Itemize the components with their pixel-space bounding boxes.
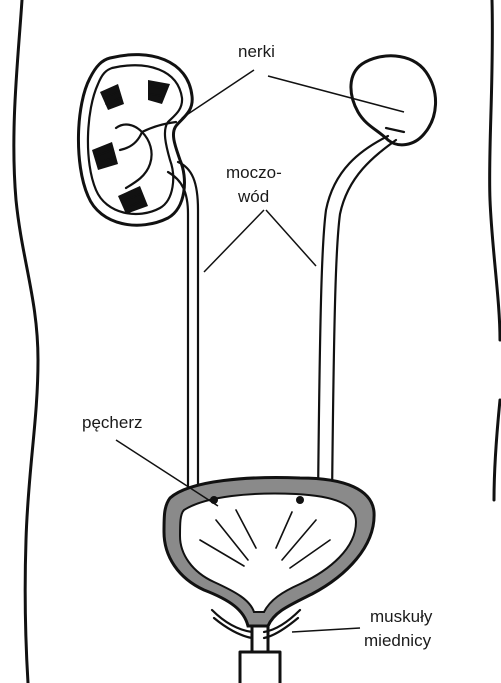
renal-pyramid <box>148 80 170 104</box>
ureters <box>168 136 396 500</box>
label-pelvic-muscles-line2: miednicy <box>364 631 432 650</box>
ureter-opening <box>296 496 304 504</box>
label-bladder: pęcherz <box>82 413 142 432</box>
label-kidneys: nerki <box>238 42 275 61</box>
label-ureter-line1: moczo- <box>226 163 282 182</box>
label-ureter-line2: wód <box>237 187 269 206</box>
right-kidney <box>351 56 436 145</box>
left-kidney <box>78 55 192 226</box>
bladder <box>164 478 374 626</box>
label-pelvic-muscles-line1: muskuły <box>370 607 433 626</box>
renal-pyramid <box>100 84 124 110</box>
